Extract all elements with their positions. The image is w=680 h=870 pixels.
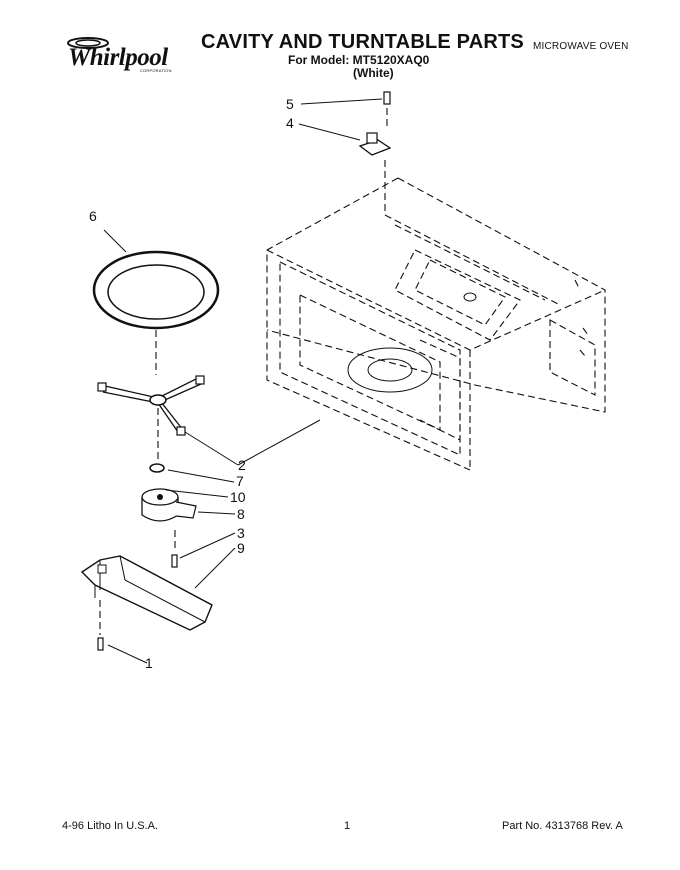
callout-7: 7	[236, 473, 244, 489]
part-4-thermostat	[358, 132, 392, 215]
brand-subtext: CORPORATION	[140, 68, 172, 73]
part-3-screw	[171, 530, 178, 568]
part-8-turntable-motor	[141, 488, 197, 522]
part-7-coupler	[149, 463, 165, 473]
callout-3: 3	[237, 525, 245, 541]
footer-part-number: Part No. 4313768 Rev. A	[502, 820, 623, 832]
footer-page-number: 1	[344, 820, 351, 832]
brand-logo: Whirlpool	[68, 44, 168, 71]
whirlpool-logo-swirl-icon	[67, 37, 109, 49]
part-6-turntable-ring	[92, 250, 220, 375]
part-2-turntable-support	[97, 375, 205, 460]
callout-6: 6	[89, 208, 97, 224]
part-5-screw	[383, 91, 391, 130]
callout-1: 1	[145, 655, 153, 671]
callout-8: 8	[237, 506, 245, 522]
part-1-screw	[97, 600, 104, 651]
callout-10: 10	[230, 489, 246, 505]
callout-5: 5	[286, 96, 294, 112]
part-9-motor-bracket	[80, 555, 213, 631]
callout-2: 2	[238, 457, 246, 473]
model-color: (White)	[353, 66, 394, 80]
product-category: MICROWAVE OVEN	[533, 41, 629, 52]
leader-lines	[103, 98, 383, 664]
page-title: CAVITY AND TURNTABLE PARTS	[201, 31, 524, 53]
model-line: For Model: MT5120XAQ0	[288, 53, 430, 67]
callout-9: 9	[237, 540, 245, 556]
callout-4: 4	[286, 115, 294, 131]
oven-cavity	[266, 177, 606, 471]
footer-litho: 4-96 Litho In U.S.A.	[62, 820, 158, 832]
